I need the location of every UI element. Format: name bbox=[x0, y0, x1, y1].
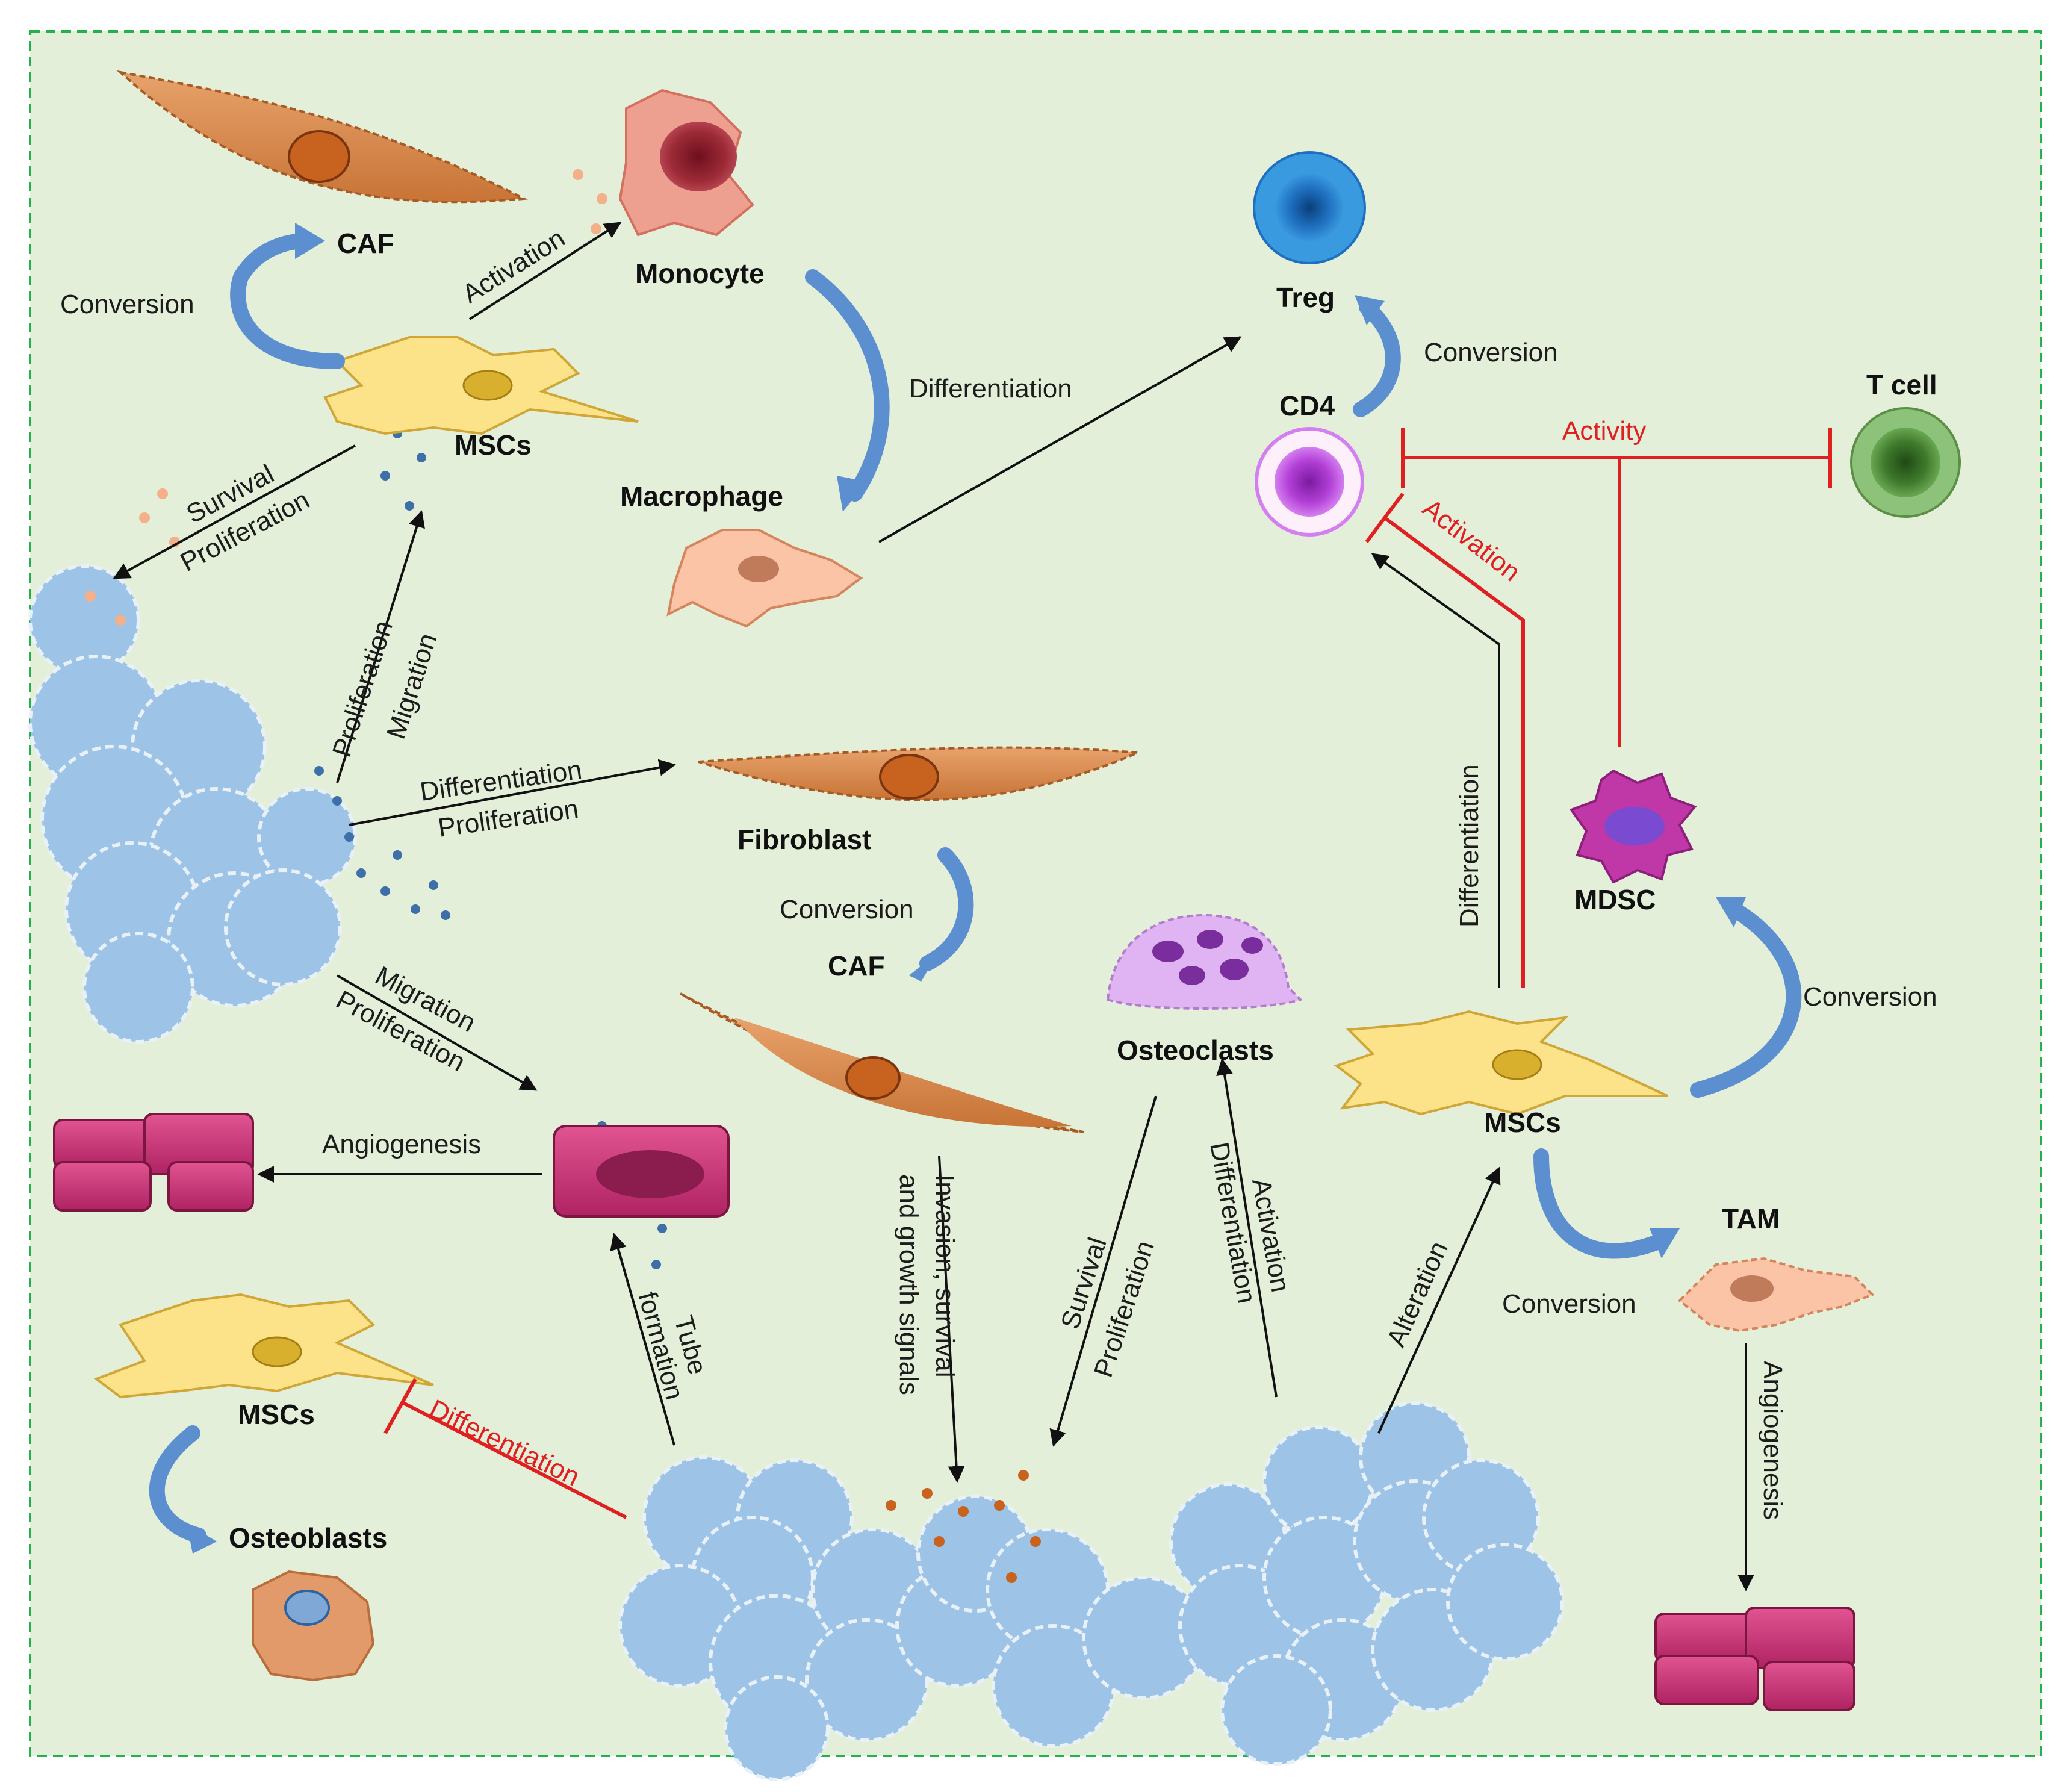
invasion-line1-label: Invasion, survival bbox=[930, 1174, 960, 1377]
t-cell bbox=[1850, 407, 1961, 518]
monocyte-label: Monocyte bbox=[635, 258, 765, 289]
differentiation-macro-label: Differentiation bbox=[909, 374, 1072, 403]
endothelial-cells-left bbox=[53, 1113, 254, 1212]
macrophage-cell bbox=[666, 529, 863, 628]
tumor-cluster-bottom-right bbox=[1169, 1401, 1564, 1766]
invasion-arrow bbox=[938, 1156, 965, 1483]
fibroblast-label: Fibroblast bbox=[737, 824, 871, 855]
growth-signal-dots bbox=[886, 1470, 1041, 1583]
endothelial-tube-cell bbox=[553, 1125, 730, 1218]
conversion-tam-label: Conversion bbox=[1502, 1289, 1636, 1319]
tube-formation-arrow bbox=[610, 1233, 675, 1446]
alteration-arrow bbox=[1377, 1166, 1501, 1434]
invasion-line2-label: and growth signals bbox=[894, 1174, 924, 1395]
red-inhibitions bbox=[383, 428, 1832, 1519]
treg-conversion-arrow bbox=[1353, 299, 1401, 417]
proliferation-up-arrow bbox=[336, 510, 425, 783]
msc-top-label: MSCs bbox=[455, 429, 532, 461]
activation-arrow bbox=[468, 222, 622, 320]
blue-arrowheads bbox=[187, 223, 1746, 1554]
fibroblast-cell bbox=[698, 746, 1138, 801]
tumor-cluster-bottom-left bbox=[618, 1455, 1206, 1781]
diagram-frame bbox=[29, 30, 2042, 1757]
msc-right-cell bbox=[1334, 1010, 1668, 1116]
t-cell-label: T cell bbox=[1866, 369, 1937, 400]
blue-curved-arrows bbox=[149, 233, 1802, 1543]
treg-cell bbox=[1253, 151, 1366, 264]
osteoblast-conversion-arrow bbox=[149, 1425, 206, 1543]
osteoclasts-label: Osteoclasts bbox=[1117, 1034, 1274, 1066]
caf-mid-cell bbox=[679, 992, 1084, 1133]
differentiation-fib-arrow bbox=[349, 759, 676, 826]
tam-conversion-arrow bbox=[1533, 1148, 1669, 1259]
msc-top-cell bbox=[323, 336, 639, 435]
monocyte-macrophage-arrow bbox=[805, 269, 890, 502]
tam-label: TAM bbox=[1722, 1203, 1780, 1234]
osteoclast-cell bbox=[1106, 913, 1303, 1010]
migration-down-arrow bbox=[337, 974, 538, 1091]
msc-cd4-differentiation-arrow bbox=[1371, 553, 1500, 988]
conversion-treg-label: Conversion bbox=[1424, 338, 1558, 367]
differentiation-macro-arrow bbox=[878, 336, 1242, 543]
caf-mid-label: CAF bbox=[828, 950, 885, 982]
caf-top-label: CAF bbox=[337, 228, 394, 259]
black-arrows bbox=[113, 222, 1754, 1591]
msc-bottom-label: MSCs bbox=[238, 1399, 315, 1430]
activation-osteo-arrow bbox=[1216, 1058, 1278, 1398]
activity-label: Activity bbox=[1562, 416, 1646, 446]
conversion-caf-label: Conversion bbox=[60, 290, 194, 319]
tam-cell bbox=[1678, 1257, 1875, 1333]
angiogenesis-left-label: Angiogenesis bbox=[322, 1130, 481, 1159]
fibroblast-caf-arrow bbox=[919, 847, 974, 971]
msc-right-label: MSCs bbox=[1484, 1107, 1561, 1138]
conversion-fib-label: Conversion bbox=[780, 895, 914, 924]
macrophage-label: Macrophage bbox=[620, 481, 783, 512]
peach-dots bbox=[85, 169, 607, 626]
tumor-cluster-left bbox=[28, 564, 357, 1044]
endothelial-cells-right bbox=[1654, 1607, 1855, 1711]
survival-arrow bbox=[113, 444, 356, 579]
monocyte-cell bbox=[618, 89, 754, 237]
mdsc-cell bbox=[1569, 769, 1697, 884]
cd4-label: CD4 bbox=[1279, 390, 1335, 422]
treg-label: Treg bbox=[1276, 282, 1335, 313]
differentiation-right-label: Differentiation bbox=[1455, 764, 1484, 927]
angiogenesis-right-label: Angiogenesis bbox=[1758, 1361, 1787, 1520]
caf-top-cell bbox=[116, 70, 529, 204]
conversion-caf-arrow bbox=[230, 233, 345, 369]
mdsc-conversion-arrow bbox=[1690, 901, 1802, 1098]
osteoblast-cell bbox=[252, 1570, 375, 1682]
mdsc-label: MDSC bbox=[1574, 884, 1656, 915]
msc-bottom-cell bbox=[93, 1293, 434, 1399]
cd4-cell bbox=[1255, 427, 1364, 537]
conversion-mdsc-label: Conversion bbox=[1803, 982, 1937, 1012]
osteoblasts-label: Osteoblasts bbox=[229, 1522, 387, 1554]
cell-labels: CAF Monocyte MSCs Macrophage Treg CD4 T … bbox=[229, 228, 1937, 1554]
survival-mid-arrow bbox=[1049, 1095, 1157, 1447]
